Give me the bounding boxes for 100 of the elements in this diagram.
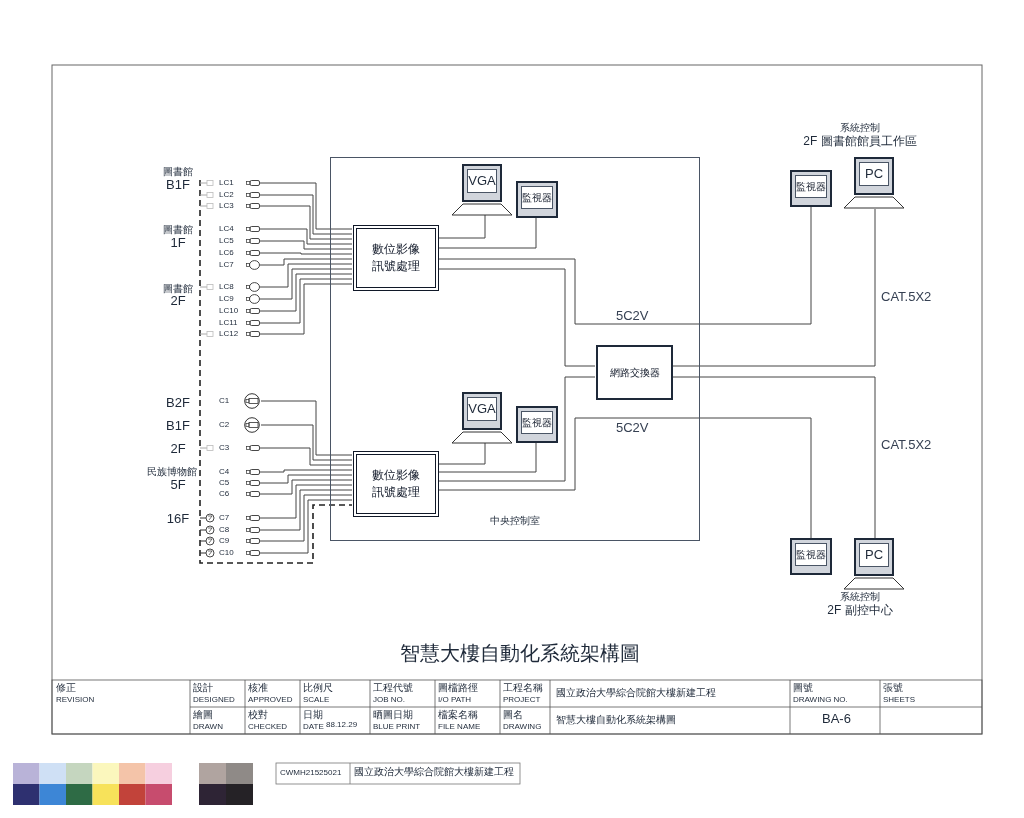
camera-icon [243, 393, 261, 409]
text-label: DATE [303, 722, 324, 732]
screen-label: 監視器 [795, 175, 827, 198]
text-label: 圖書館 [163, 224, 193, 236]
monitor-unit [516, 181, 558, 218]
text-label: DESIGNED [193, 695, 235, 705]
node-label: 2F 副控中心 [827, 603, 893, 618]
text-label: 圖名 [503, 709, 523, 721]
processor-label: 數位影像訊號處理 [371, 467, 421, 501]
camera-icon [246, 260, 260, 270]
switch-label: 網路交換器 [609, 366, 660, 380]
camera-icon [246, 549, 260, 557]
text-label: B2F [165, 395, 191, 410]
node-label: C5 [219, 477, 230, 489]
cable-line [259, 484, 353, 519]
text-label: 圖號 [793, 682, 813, 694]
camera-icon [246, 191, 260, 199]
text-label: 工程名稱 [503, 682, 543, 694]
text-label: 5F [169, 477, 187, 492]
node-label: C10 [219, 547, 234, 559]
camera-icon [246, 225, 260, 233]
node-label: C9 [219, 535, 230, 547]
switch-box [596, 345, 673, 400]
node-label: C4 [219, 466, 230, 478]
text-label: 88.12.29 [326, 720, 358, 730]
text-label: 修正 [56, 682, 76, 694]
text-label: 2F [169, 441, 187, 456]
text-label: 校對 [248, 709, 268, 721]
screen-label: VGA [467, 397, 497, 421]
text-label: BLUE PRINT [373, 722, 421, 732]
cable-line [259, 252, 353, 255]
text-label: 張號 [883, 682, 903, 694]
text-label: REVISION [56, 695, 95, 705]
cable-line [259, 228, 353, 245]
cable-line [260, 400, 353, 456]
text-label: 設計 [193, 682, 213, 694]
node-label: C7 [219, 512, 230, 524]
node-label: C1 [219, 395, 230, 407]
camera-icon [246, 282, 260, 292]
text-label: 16F [165, 511, 191, 526]
text-label: 圖檔路徑 [438, 682, 478, 694]
camera-icon [246, 249, 260, 257]
camera-icon [246, 526, 260, 534]
room-label: 中央控制室 [490, 514, 540, 528]
node-label: C8 [219, 524, 230, 536]
text-label: SCALE [303, 695, 330, 705]
text-label: 晒圖日期 [373, 709, 413, 721]
text-label: 核准 [248, 682, 268, 694]
cable-line [259, 273, 353, 312]
cable-line [259, 479, 353, 495]
screen-label: 監視器 [521, 186, 553, 209]
node-label: 系統控制 [840, 590, 880, 603]
text-label: 工程代號 [373, 682, 413, 694]
camera-icon [246, 468, 260, 476]
text-label: 智慧大樓自動化系統架構圖 [556, 714, 676, 726]
camera-icon [246, 237, 260, 245]
camera-icon [246, 319, 260, 327]
cable-line [259, 240, 353, 250]
text-label: 比例尺 [303, 682, 333, 694]
processor-box [353, 225, 439, 291]
text-label: SHEETS [883, 695, 915, 705]
text-label: DRAWING [503, 722, 542, 732]
cable-line [259, 469, 353, 473]
screen-label: PC [859, 162, 889, 186]
camera-icon [246, 479, 260, 487]
screen-label: 監視器 [795, 543, 827, 566]
text-label: 圖書館 [163, 283, 193, 295]
node-label: C3 [219, 442, 230, 454]
camera-icon [246, 537, 260, 545]
diagram-title: 智慧大樓自動化系統架構圖 [399, 641, 641, 666]
text-label: 日期 [303, 709, 323, 721]
edge-label: CAT.5X2 [879, 437, 934, 452]
node-label: LC10 [219, 305, 239, 317]
processor-label: 數位影像訊號處理 [371, 241, 421, 275]
camera-icon [243, 417, 261, 433]
text-label: FILE NAME [438, 722, 481, 732]
node-label: LC8 [219, 281, 234, 293]
cable-line [259, 205, 353, 240]
node-label: 系統控制 [840, 121, 880, 134]
edge-label: 5C2V [614, 420, 651, 435]
node-label: C6 [219, 488, 230, 500]
text-label: JOB NO. [373, 695, 405, 705]
text-label: PROJECT [503, 695, 541, 705]
text-label: CHECKED [248, 722, 288, 732]
monitor-unit [790, 538, 832, 575]
cable-line [259, 499, 353, 554]
text-label: B1F [165, 177, 191, 192]
text-label: 國立政治大學綜合院館大樓新建工程 [354, 766, 514, 778]
screen-label: 監視器 [521, 411, 553, 434]
node-label: LC11 [219, 317, 238, 329]
monitor-unit [790, 170, 832, 207]
text-label: 民族博物館 [146, 466, 198, 478]
cable-line [259, 263, 353, 288]
node-label: 2F 圖書館館員工作區 [803, 134, 917, 149]
edge-label: CAT.5X2 [879, 289, 934, 304]
cable-line [259, 268, 353, 300]
cable-line [259, 474, 353, 484]
text-label: CWMH21525021 [280, 768, 342, 778]
cable-line [259, 494, 353, 542]
text-label: 檔案名稱 [438, 709, 478, 721]
